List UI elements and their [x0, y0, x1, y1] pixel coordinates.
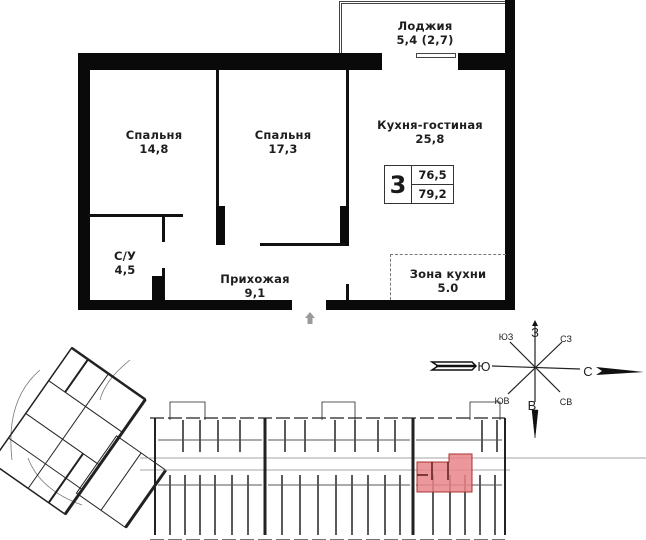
compass-rose-icon: З Ю С В ЮЗ СЗ ЮВ СВ [429, 320, 644, 439]
room-name: Кухня-гостиная [377, 118, 483, 132]
loggia-window [416, 53, 456, 58]
partition-bedrooms [216, 70, 219, 210]
compass-south: Ю [477, 359, 490, 374]
partition-bedroom-kitchen [346, 70, 349, 210]
room-kitchen-zone: Зона кухни 5.0 [392, 267, 504, 295]
compass-southeast: ЮВ [494, 396, 509, 406]
wall-bottom-right [326, 300, 515, 310]
room-name: Лоджия [397, 19, 453, 33]
room-name: Спальня [125, 128, 183, 142]
room-area: 9,1 [244, 286, 266, 300]
compass-west: З [531, 325, 539, 340]
room-area: 4,5 [114, 263, 136, 277]
room-name: Прихожая [220, 272, 290, 286]
living-area: 76,5 [412, 166, 453, 185]
partition-bedroom-kitchen-thick [340, 206, 349, 246]
room-name: Спальня [254, 128, 312, 142]
wall-right [505, 0, 515, 310]
partition-bedrooms-thick [216, 206, 225, 245]
rooms-count: 3 [385, 166, 412, 203]
wall-left [78, 53, 90, 310]
partition-bathroom-top [88, 214, 183, 217]
room-area: 5.0 [437, 281, 459, 295]
compass-north: С [583, 364, 592, 379]
loggia-outline [339, 1, 509, 55]
room-name: Зона кухни [409, 267, 487, 281]
compass-southwest: ЮЗ [499, 332, 514, 342]
partition-bathroom-side-thick [152, 276, 164, 302]
room-area: 25,8 [415, 132, 445, 146]
room-bathroom: С/У 4,5 [96, 249, 154, 277]
partition-bathroom-side-upper [162, 215, 165, 242]
partition-hall-top [260, 243, 346, 246]
entrance-arrow-icon [305, 312, 315, 324]
partition-stub [346, 284, 349, 300]
room-bedroom-2: Спальня 17,3 [222, 128, 344, 156]
room-name: С/У [113, 249, 137, 263]
apartment-summary-badge: 3 76,5 79,2 [384, 165, 454, 204]
room-area: 17,3 [268, 142, 298, 156]
compass-east: В [528, 398, 537, 413]
wall-top-left [78, 53, 382, 70]
room-kitchen-living: Кухня-гостиная 25,8 [355, 118, 505, 146]
building-site-plan [0, 346, 646, 540]
room-loggia: Лоджия 5,4 (2,7) [355, 19, 495, 47]
room-hallway: Прихожая 9,1 [200, 272, 310, 300]
highlighted-apartment [416, 453, 473, 493]
floor-plan: Лоджия 5,4 (2,7) Спальня 14,8 Спальня 17… [78, 0, 515, 324]
wall-bottom-left [78, 300, 292, 310]
room-area: 14,8 [139, 142, 169, 156]
kitchen-zone-outline [390, 254, 506, 300]
total-area: 79,2 [418, 187, 447, 201]
room-bedroom-1: Спальня 14,8 [95, 128, 213, 156]
room-area: 5,4 (2,7) [396, 33, 454, 47]
compass-northeast: СВ [560, 397, 573, 407]
wall-top-right [458, 53, 514, 70]
compass-northwest: СЗ [560, 334, 572, 344]
